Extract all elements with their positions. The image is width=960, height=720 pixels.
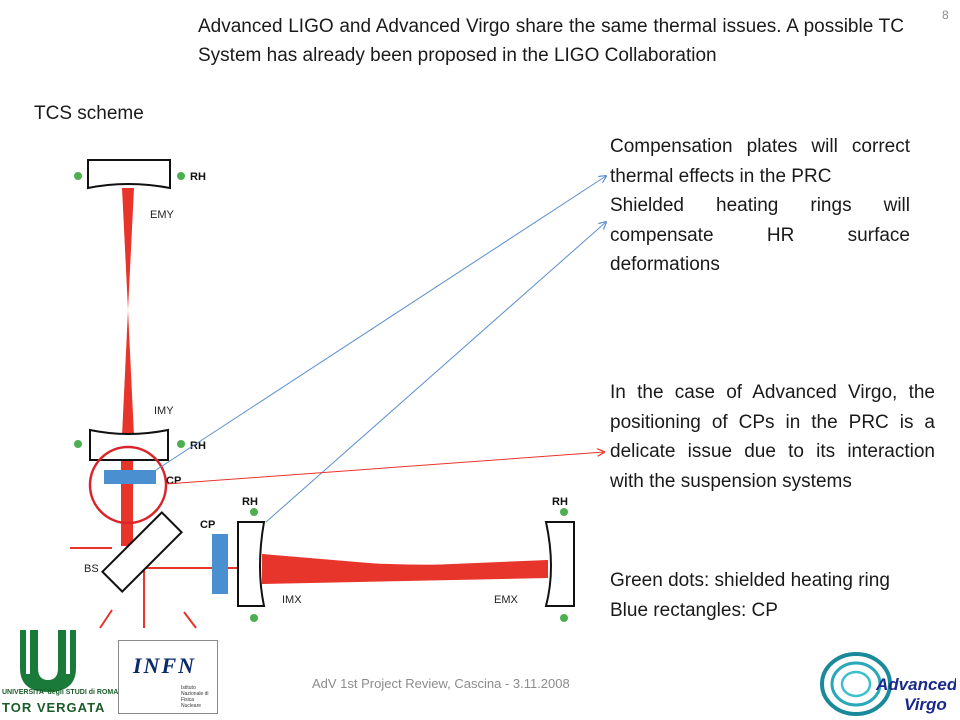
heating-ring-dot [560,508,568,516]
advanced-virgo-logo: Advanced Virgo [820,652,956,716]
bs-label: BS [84,563,99,575]
legend-blue-rectangles: Blue rectangles: CP [610,599,778,621]
beam-lower-diag [99,609,113,629]
heating-ring-dot [177,172,185,180]
rh-label: RH [190,440,206,452]
infn-logo-subtext: Istituto Nazionale di Fisica Nucleare [181,685,209,709]
imy-label: IMY [154,405,174,417]
intro-paragraph: Advanced LIGO and Advanced Virgo share t… [198,16,904,66]
heating-ring-dot [250,508,258,516]
beam-lower-diag2 [183,611,197,629]
imx-mirror [237,521,266,607]
arrow-circle-to-text [165,452,604,485]
virgo-cp-text: In the case of Advanced Virgo, the posit… [610,382,935,492]
imx-label: IMX [282,594,302,606]
heating-ring-dot [250,614,258,622]
beam-vertical-lower [121,436,133,546]
heating-ring-dot [560,614,568,622]
cp-highlight-circle [88,445,168,525]
compensation-text: Compensation plates will correct thermal… [610,132,910,280]
slide-number: 8 [942,8,949,22]
infn-logo: INFN Istituto Nazionale di Fisica Nuclea… [118,640,218,714]
cp-label: CP [166,475,181,487]
legend-text: Green dots: shielded heating ring Blue r… [610,566,940,625]
imy-mirror [89,428,169,461]
rh-label: RH [552,496,568,508]
beam-vertical-arm [122,188,134,436]
tor-vergata-name: TOR VERGATA [2,700,106,715]
arrow-cp-to-text [155,176,606,471]
heating-ring-dot [74,172,82,180]
emx-mirror [544,521,575,607]
cp-plate-imx [212,534,228,594]
tor-vergata-small-text: UNIVERSITA' degli STUDI di ROMA [2,689,119,696]
adv-logo-word2: Virgo [904,695,947,714]
emy-mirror [87,159,171,190]
emy-label: EMY [150,209,175,221]
heating-ring-dot [177,440,185,448]
cp-label: CP [200,519,215,531]
rh-label: RH [190,171,206,183]
tor-vergata-logo [20,630,76,692]
legend-green-dots: Green dots: shielded heating ring [610,570,890,591]
beam-splitter [100,510,184,594]
adv-logo-word1: Advanced [875,675,956,694]
cp-plate-prc [104,470,156,484]
compensation-plates-line: Compensation plates will correct thermal… [610,136,910,187]
heating-ring-dot [74,440,82,448]
arrow-rh-to-text [265,222,606,523]
footer-text: AdV 1st Project Review, Cascina - 3.11.2… [312,676,570,691]
rh-label: RH [242,496,258,508]
emx-label: EMX [494,594,519,606]
heating-rings-line: Shielded heating rings will compensate H… [610,195,910,275]
scheme-title: TCS scheme [34,103,144,124]
infn-logo-text: INFN [133,653,197,678]
